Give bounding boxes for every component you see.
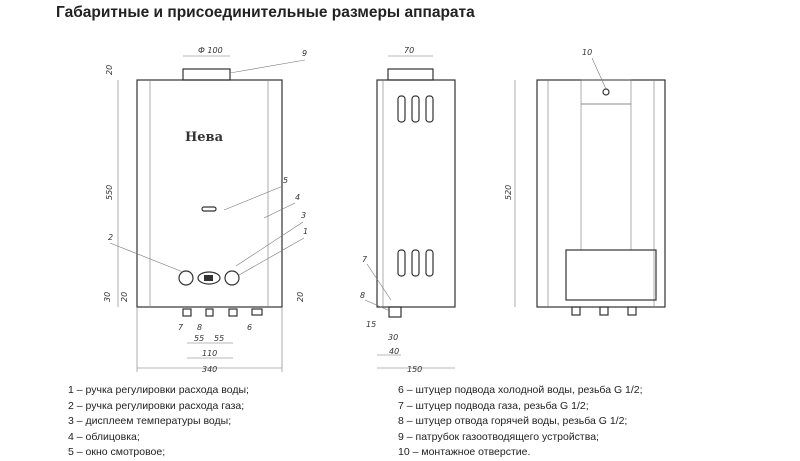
- legend-item: 9 – патрубок газоотводящего устройства;: [398, 430, 599, 443]
- dimension-label: 40: [389, 347, 399, 356]
- water-knob: [224, 270, 240, 286]
- dimension-label: 7: [178, 323, 184, 332]
- flue-pipe: [182, 68, 231, 81]
- dimension-label: 7: [362, 255, 368, 264]
- legend-item: 7 – штуцер подвода газа, резьба G 1/2;: [398, 399, 589, 412]
- legend-item: 8 – штуцер отвода горячей воды, резьба G…: [398, 415, 628, 427]
- dimension-label: 1: [303, 227, 308, 236]
- dimension-label: 5: [283, 176, 288, 185]
- brand-logo: Нева: [185, 130, 224, 145]
- dimension-label: 9: [302, 49, 307, 58]
- temperature-display: [197, 271, 221, 285]
- legend-item: 5 – окно смотровое;: [68, 446, 166, 458]
- legend-item: 10 – монтажное отверстие.: [398, 446, 531, 458]
- legend-item: 4 – облицовка;: [68, 430, 140, 443]
- side-casing: [376, 79, 456, 308]
- rear-view: 10 520: [504, 48, 666, 316]
- dimension-label: 15: [366, 320, 376, 329]
- dimension-label: 8: [360, 291, 365, 300]
- front-view: Нева Ф 100 9 550 20 30 20 20 2 5 4 3 1 7…: [103, 46, 308, 374]
- dimension-label: 340: [202, 365, 217, 374]
- dimension-label: 4: [295, 193, 300, 202]
- dimension-label: 20: [105, 65, 114, 75]
- dimension-label: 520: [504, 185, 513, 200]
- legend-item: 6 – штуцер подвода холодной воды, резьба…: [398, 384, 643, 396]
- dimension-label: 2: [108, 233, 113, 242]
- viewing-window: [201, 206, 217, 212]
- dimension-label: 30: [388, 333, 398, 342]
- legend-item: 2 – ручка регулировки расхода газа;: [68, 399, 245, 412]
- gas-knob: [178, 270, 194, 286]
- dimension-label: 110: [202, 349, 217, 358]
- legend-left: 1 – ручка регулировки расхода воды; 2 – …: [68, 383, 249, 461]
- legend-item: 1 – ручка регулировки расхода воды;: [68, 384, 249, 396]
- dimension-label: 55: [214, 334, 224, 343]
- rear-casing: [536, 79, 666, 308]
- dimension-label: 10: [582, 48, 592, 57]
- dimension-label: 550: [105, 185, 114, 200]
- dimension-label: 30: [103, 292, 112, 302]
- dimension-label: 3: [301, 211, 306, 220]
- dimension-label: Ф 100: [198, 46, 223, 55]
- dimension-label: 55: [194, 334, 204, 343]
- legend-right: 6 – штуцер подвода холодной воды, резьба…: [398, 383, 643, 461]
- dimension-label: 20: [296, 292, 305, 302]
- dimension-label: 6: [247, 323, 252, 332]
- side-view: 70 7 8 15 30 40 150: [360, 46, 456, 374]
- technical-drawing: Нева Ф 100 9 550 20 30 20 20 2 5 4 3 1 7…: [103, 46, 666, 374]
- dimension-label: 70: [404, 46, 414, 55]
- dimension-label: 8: [197, 323, 202, 332]
- mounting-hole: [602, 88, 610, 96]
- legend-item: 3 – дисплеем температуры воды;: [68, 415, 232, 427]
- front-casing: [136, 79, 283, 308]
- page-title: Габаритные и присоединительные размеры а…: [56, 4, 475, 21]
- dimension-label: 20: [120, 292, 129, 302]
- dimension-label: 150: [407, 365, 422, 374]
